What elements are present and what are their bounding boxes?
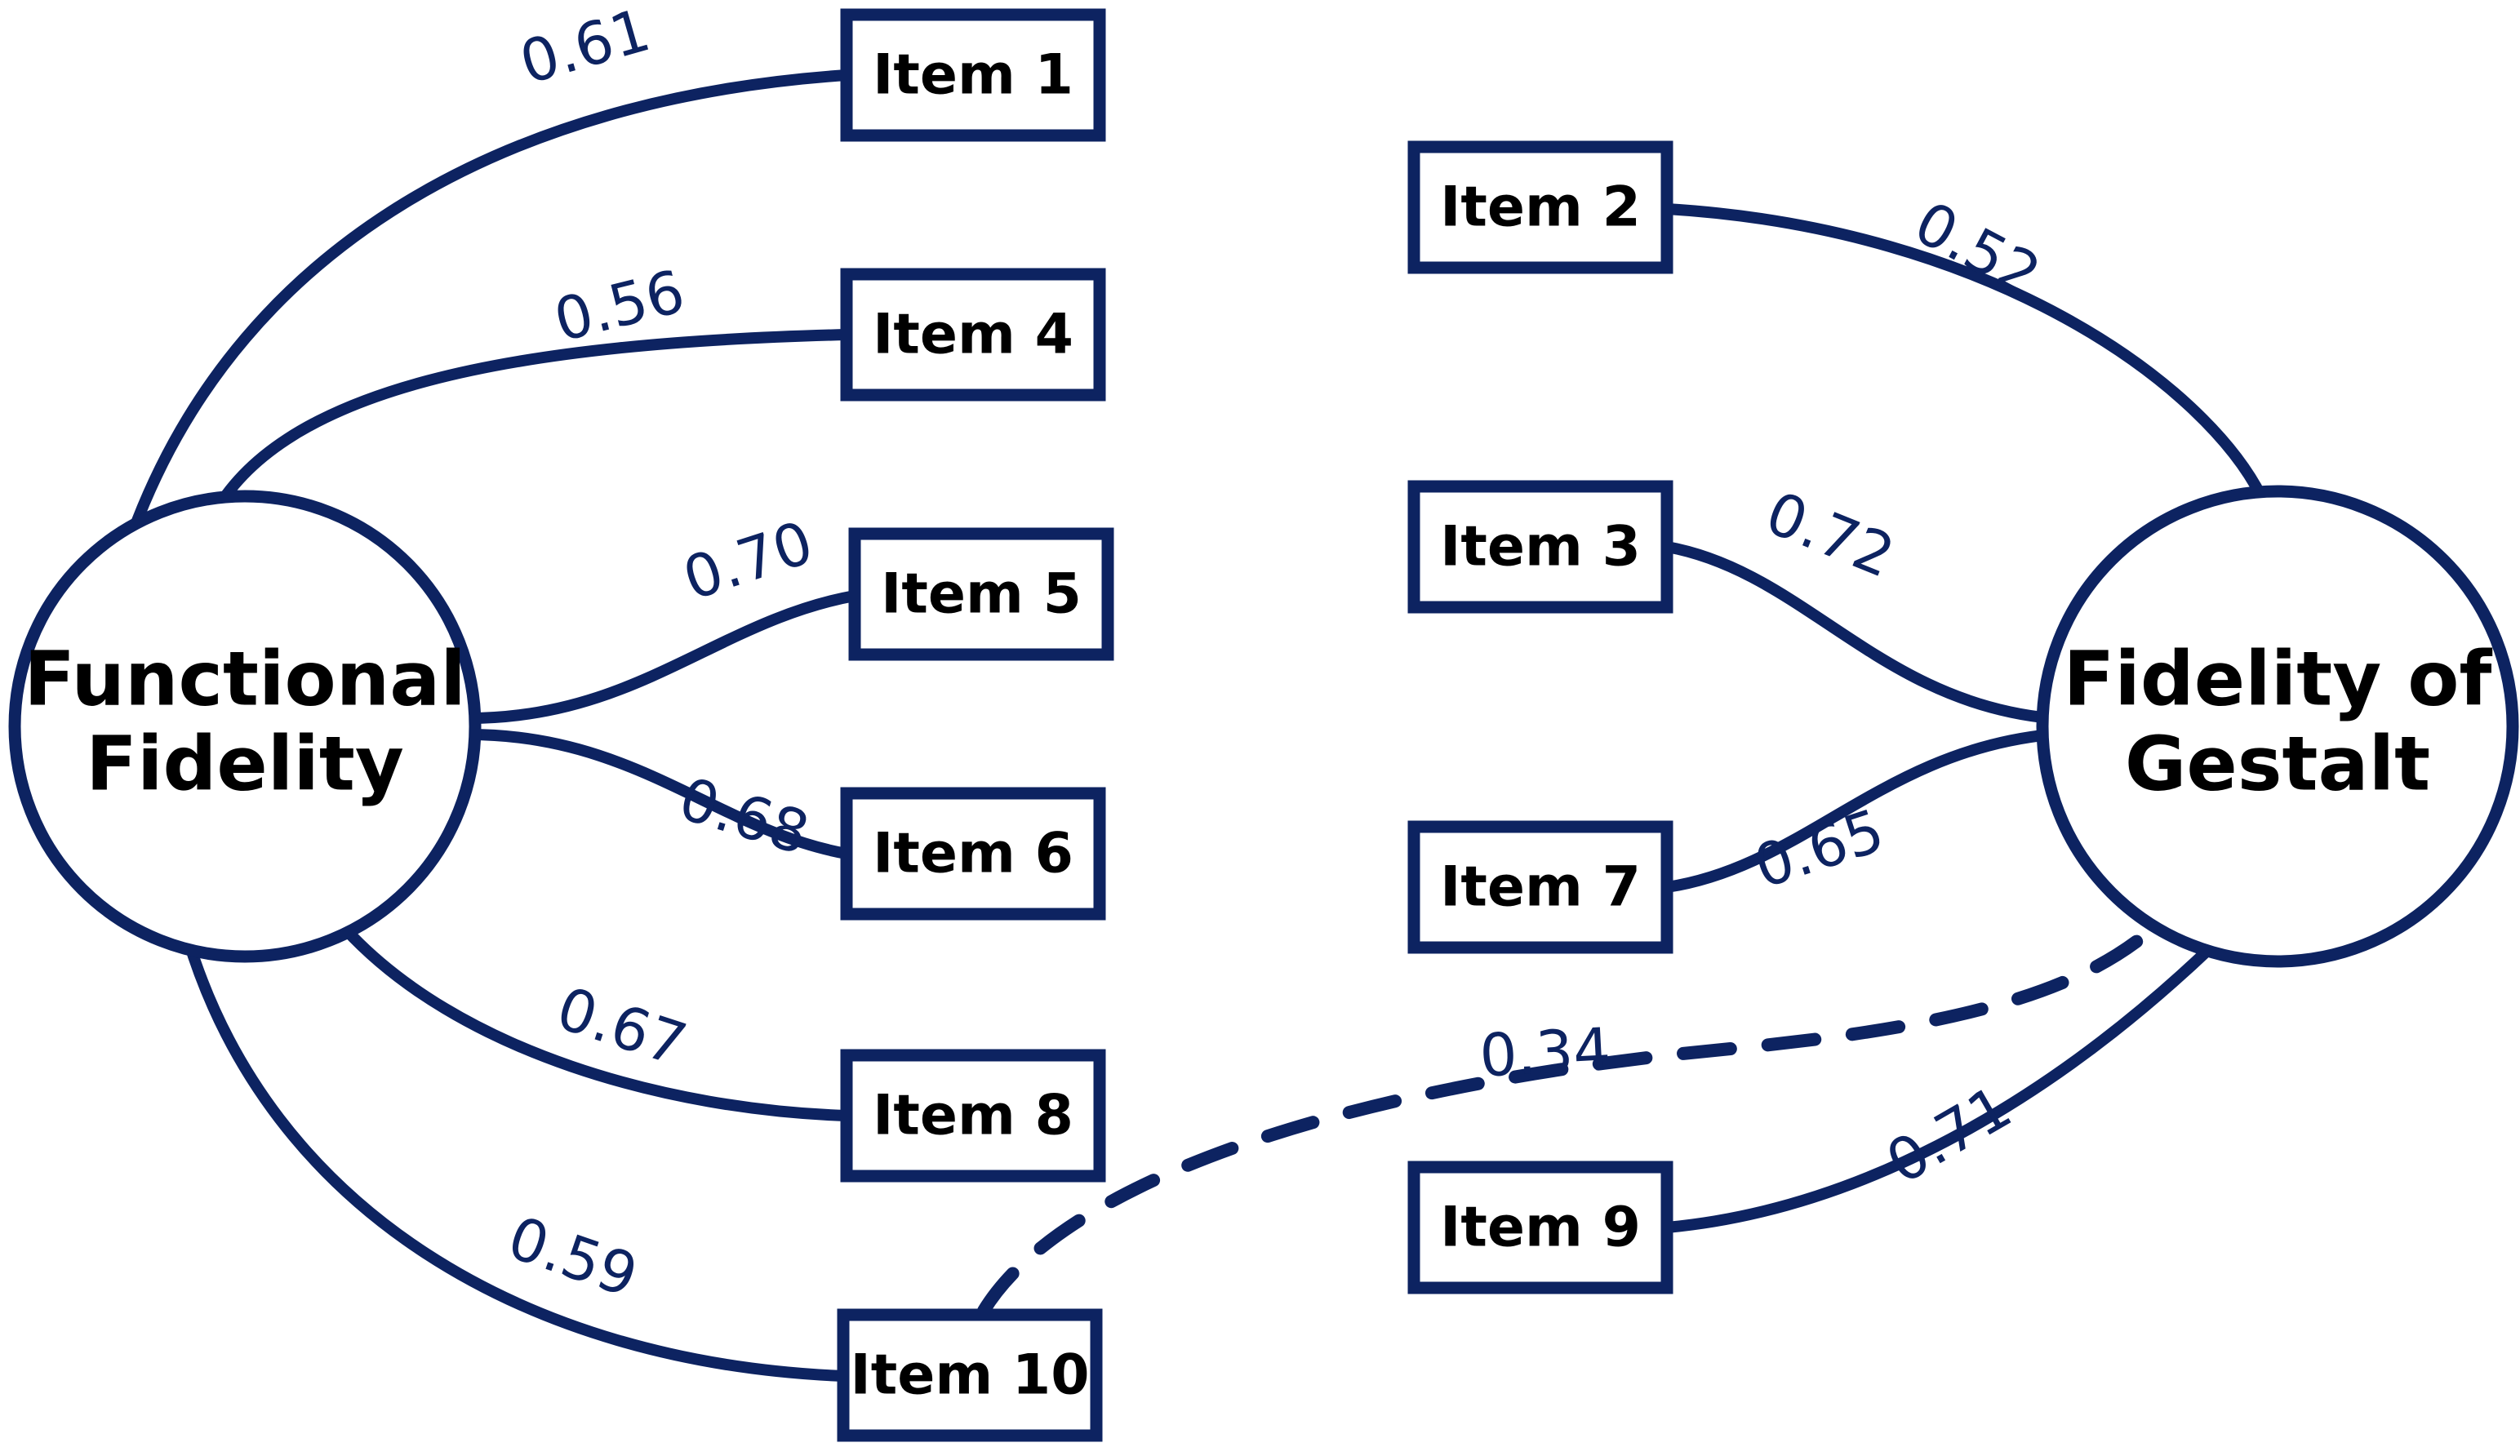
coefficient-label-path-item10-fg-correlation: 0.34 (1478, 1014, 1611, 1090)
item-node-item-3[interactable]: Item 3 (1407, 480, 1673, 614)
item-label: Item 2 (1440, 175, 1641, 240)
coefficient-label-path-item9-fg: 0.71 (1875, 1072, 2023, 1197)
item-label: Item 1 (873, 43, 1073, 108)
item-label: Item 7 (1440, 855, 1641, 920)
path-path-item9-fg (1661, 943, 2215, 1233)
path-path-ff-item10 (182, 933, 849, 1382)
item-node-item-1[interactable]: Item 1 (840, 8, 1106, 142)
coefficient-label-path-ff-item6: 0.68 (672, 764, 817, 868)
path-path-ff-item4 (200, 329, 852, 536)
latent-label-line2: Fidelity (86, 720, 404, 807)
coefficient-label-path-ff-item5: 0.70 (675, 508, 820, 613)
coefficient-label-path-ff-item10: 0.59 (500, 1203, 646, 1311)
path-path-item7-fg (1661, 729, 2056, 893)
coefficient-label-path-item2-fg: 0.52 (1904, 188, 2051, 309)
item-node-item-2[interactable]: Item 2 (1407, 140, 1673, 274)
path-path-ff-item8 (337, 921, 852, 1121)
latent-label-line2: Gestalt (2125, 720, 2430, 807)
path-path-ff-item1 (131, 69, 852, 526)
item-node-item-4[interactable]: Item 4 (840, 268, 1106, 402)
coefficient-label-path-item7-fg: 0.65 (1746, 796, 1891, 901)
item-label: Item 8 (873, 1084, 1073, 1148)
paths-layer (131, 69, 2267, 1382)
item-label: Item 9 (1440, 1196, 1641, 1260)
path-path-item2-fg (1661, 203, 2267, 502)
latent-label-line1: Fidelity of (2064, 635, 2493, 722)
latent-label-line1: Functional (24, 635, 466, 722)
item-node-item-9[interactable]: Item 9 (1407, 1161, 1673, 1294)
coefficient-label-path-ff-item1: 0.61 (513, 0, 657, 97)
path-path-item10-fg-correlation (977, 914, 2168, 1317)
coefficient-labels-layer: 0.610.560.700.680.670.590.520.720.650.71… (500, 0, 2051, 1311)
item-label: Item 10 (850, 1343, 1089, 1408)
item-node-item-6[interactable]: Item 6 (840, 787, 1106, 921)
item-node-item-10[interactable]: Item 10 (837, 1308, 1103, 1442)
item-label: Item 6 (873, 822, 1073, 886)
item-label: Item 3 (1440, 515, 1641, 579)
item-label: Item 5 (881, 562, 1082, 627)
item-node-item-8[interactable]: Item 8 (840, 1049, 1106, 1183)
path-path-ff-item6 (464, 729, 852, 859)
path-path-ff-item5 (464, 590, 860, 724)
item-label: Item 4 (873, 303, 1073, 367)
path-path-item3-fg (1661, 541, 2056, 724)
item-node-item-5[interactable]: Item 5 (848, 527, 1114, 661)
item-node-item-7[interactable]: Item 7 (1407, 820, 1673, 954)
coefficient-label-path-item3-fg: 0.72 (1757, 478, 1904, 591)
